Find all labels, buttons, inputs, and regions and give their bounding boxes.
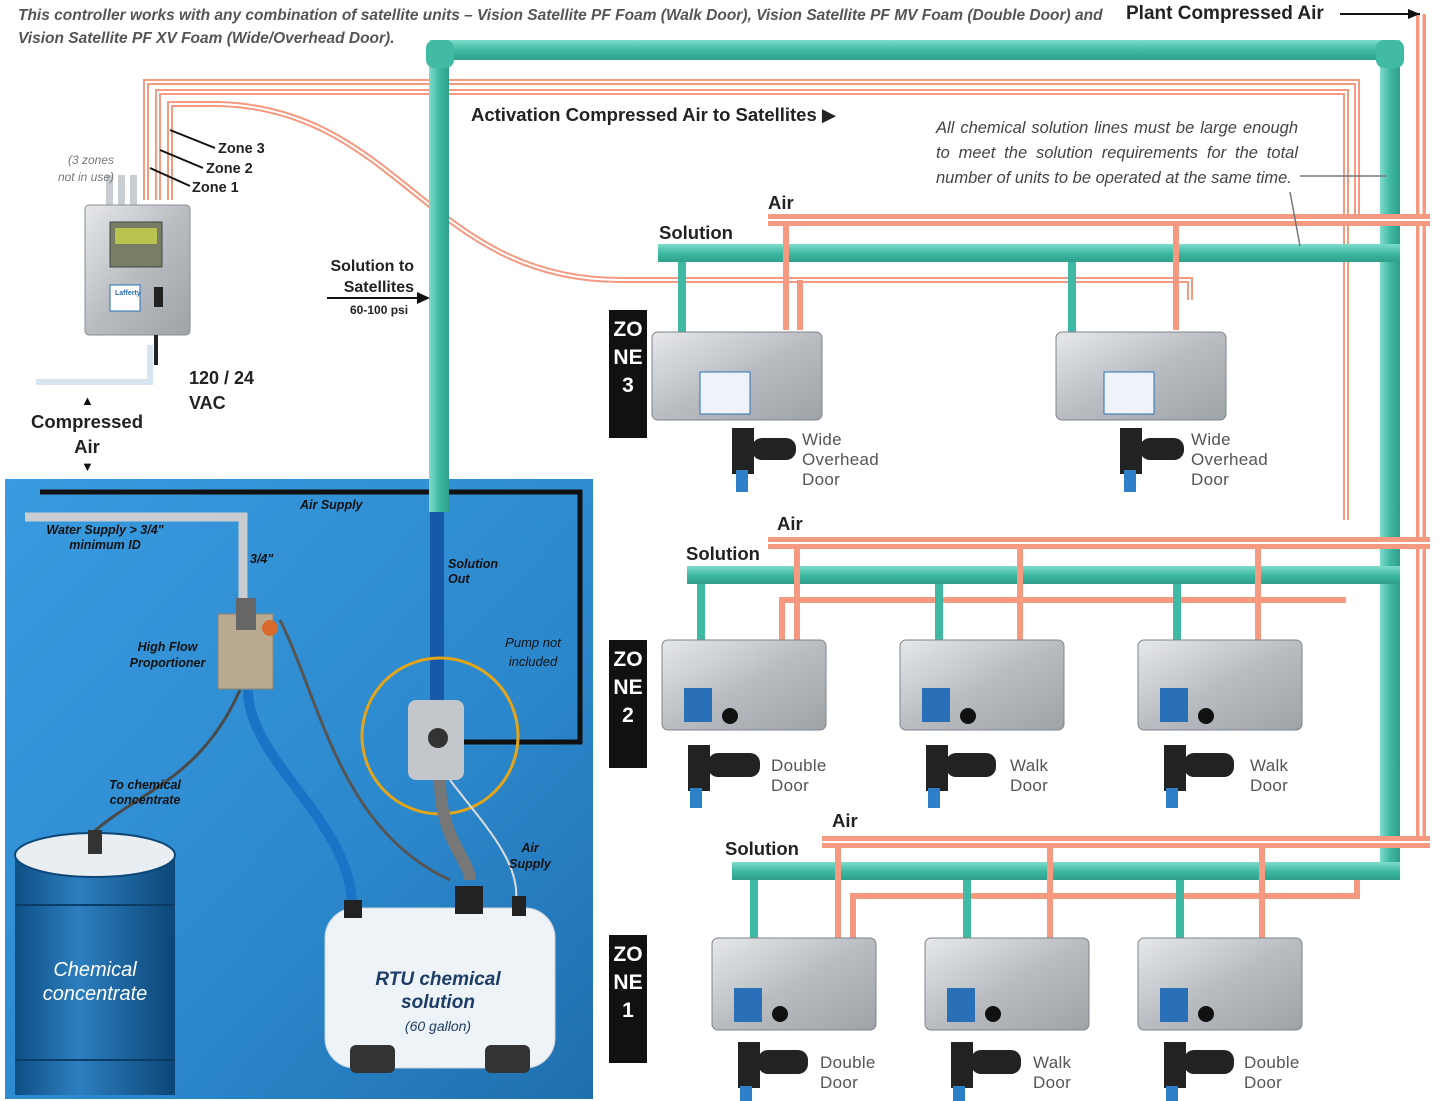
zone-3-label: Zone 3 bbox=[218, 141, 265, 157]
zone-3-solution-label: Solution bbox=[659, 222, 733, 243]
to-chemical-label: To chemical concentrate bbox=[109, 778, 181, 807]
satellite-unit-z1-2 bbox=[924, 937, 1090, 1101]
zone-2-solution-label: Solution bbox=[686, 543, 760, 564]
satellite-unit-z2-3 bbox=[1137, 639, 1303, 808]
controller-device bbox=[36, 79, 1360, 520]
zone-3-piping bbox=[658, 214, 1430, 332]
controller-brand-label: Lafferty bbox=[115, 290, 141, 297]
zone-1-solution-label: Solution bbox=[725, 838, 799, 859]
satellite-unit-z2-1 bbox=[661, 639, 827, 808]
zone-3-air-label: Air bbox=[768, 192, 794, 213]
activation-air-label: Activation Compressed Air to Satellites … bbox=[471, 104, 837, 125]
zone-1-tag: ZONE 1 bbox=[609, 935, 647, 1063]
pump-note-label: Pump not included bbox=[505, 635, 561, 669]
air-supply-pump-label: Air Supply bbox=[509, 841, 551, 871]
satellite-unit-z2-2 bbox=[899, 639, 1065, 808]
plant-air-label: Plant Compressed Air bbox=[1126, 3, 1324, 24]
tank-size: (60 gallon) bbox=[404, 1018, 472, 1034]
arrow-down-icon: ▼ bbox=[81, 459, 94, 474]
zone-1-unit-3-label: Double Door bbox=[1244, 1053, 1300, 1092]
satellite-unit-z3-1 bbox=[651, 331, 823, 492]
zone-1-unit-1-label: Double Door bbox=[820, 1053, 876, 1092]
solution-pressure: 60-100 psi bbox=[350, 303, 409, 317]
zone-3-unit-1-label: Wide Overhead Door bbox=[802, 430, 880, 489]
solution-to-satellites-label: Solution to Satellites bbox=[330, 258, 414, 296]
satellite-unit-z3-2 bbox=[1055, 331, 1227, 492]
zone-3-tag: ZONE 3 bbox=[609, 310, 647, 438]
note-leader-line bbox=[1289, 191, 1301, 247]
tank-title: RTU chemical solution bbox=[375, 969, 501, 1013]
zone-1-piping bbox=[732, 836, 1430, 938]
zone-1-unit-2-label: Walk Door bbox=[1033, 1053, 1072, 1092]
zone-2-label: Zone 2 bbox=[206, 161, 253, 177]
unused-zones-note: (3 zones not in use) bbox=[57, 153, 114, 184]
zone-3-unit-2-label: Wide Overhead Door bbox=[1191, 430, 1269, 489]
proportioner-label: High Flow Proportioner bbox=[129, 640, 206, 670]
satellite-unit-z1-3 bbox=[1137, 937, 1303, 1101]
power-label: 120 / 24 VAC bbox=[189, 368, 255, 413]
intro-text: This controller works with any combinati… bbox=[18, 7, 1103, 47]
plant-air-line bbox=[1340, 9, 1426, 845]
drum-label: Chemical concentrate bbox=[42, 959, 148, 1005]
zone-2-unit-3-label: Walk Door bbox=[1250, 756, 1289, 795]
zone-1-label: Zone 1 bbox=[192, 180, 239, 196]
equipment-photo-panel bbox=[5, 479, 593, 1099]
air-supply-top-label: Air Supply bbox=[300, 498, 363, 512]
zone-2-air-label: Air bbox=[777, 513, 803, 534]
compressed-air-label: Compressed Air bbox=[30, 411, 144, 457]
pipe-size-label: 3/4" bbox=[250, 552, 274, 566]
water-supply-label: Water Supply > 3/4" minimum ID bbox=[46, 523, 164, 552]
solution-out-label: Solution Out bbox=[448, 557, 498, 586]
satellite-unit-z1-1 bbox=[711, 937, 877, 1101]
zone-2-unit-2-label: Walk Door bbox=[1010, 756, 1049, 795]
zone-2-unit-1-label: Double Door bbox=[771, 756, 827, 795]
zone-2-tag: ZONE 2 bbox=[609, 640, 647, 768]
solution-line-note: All chemical solution lines must be larg… bbox=[936, 116, 1298, 191]
zone-2-piping bbox=[687, 537, 1430, 640]
zone-1-air-label: Air bbox=[832, 810, 858, 831]
arrow-up-icon: ▲ bbox=[81, 393, 94, 408]
